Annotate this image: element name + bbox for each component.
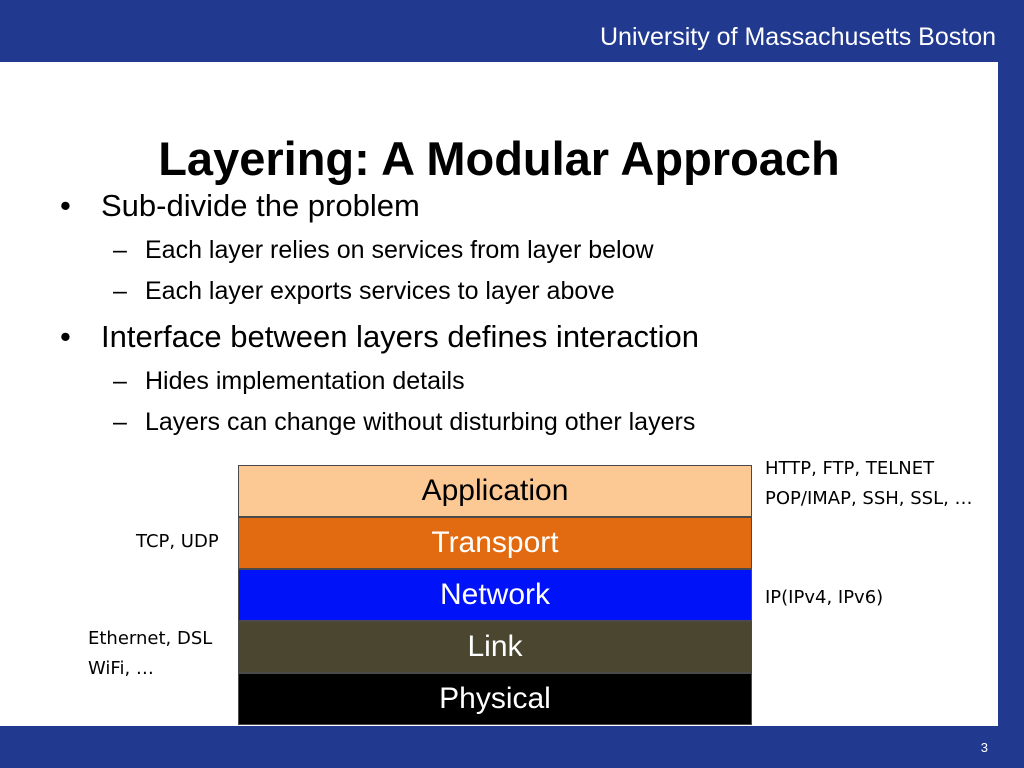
note-line: Ethernet, DSL — [88, 628, 213, 649]
sub-bullet-text: Hides implementation details — [145, 367, 465, 395]
bullet-text: Interface between layers defines interac… — [101, 319, 699, 354]
link-protocols-note: Ethernet, DSL WiFi, … — [88, 624, 212, 684]
header-banner: University of Massachusetts Boston — [0, 0, 1024, 62]
slide-title: Layering: A Modular Approach — [158, 132, 840, 186]
sub-bullet-item: –Hides implementation details — [113, 366, 465, 396]
bullet-text: Sub-divide the problem — [101, 188, 420, 223]
sub-bullet-item: –Layers can change without disturbing ot… — [113, 407, 695, 437]
footer-banner — [0, 726, 1024, 768]
note-line: IP(IPv4, IPv6) — [765, 587, 884, 608]
bullet-marker: • — [60, 188, 71, 223]
sub-bullet-text: Each layer exports services to layer abo… — [145, 277, 615, 305]
transport-protocols-note: TCP, UDP — [136, 527, 219, 557]
bullet-item: • Interface between layers defines intera… — [60, 319, 699, 355]
sub-bullet-marker: – — [113, 408, 127, 436]
note-line: POP/IMAP, SSH, SSL, … — [765, 488, 973, 509]
note-line: WiFi, … — [88, 658, 154, 679]
layer-physical: Physical — [238, 673, 752, 725]
sub-bullet-text: Each layer relies on services from layer… — [145, 236, 654, 264]
right-border-bar — [998, 62, 1024, 726]
note-line: TCP, UDP — [136, 531, 219, 552]
layer-network: Network — [238, 569, 752, 621]
sub-bullet-text: Layers can change without disturbing oth… — [145, 408, 696, 436]
bullet-item: • Sub-divide the problem — [60, 188, 420, 224]
sub-bullet-marker: – — [113, 277, 127, 305]
institution-name: University of Massachusetts Boston — [600, 23, 996, 51]
bullet-marker: • — [60, 319, 71, 354]
network-protocols-note: IP(IPv4, IPv6) — [765, 583, 883, 613]
sub-bullet-item: –Each layer exports services to layer ab… — [113, 276, 615, 306]
sub-bullet-item: –Each layer relies on services from laye… — [113, 235, 654, 265]
sub-bullet-marker: – — [113, 367, 127, 395]
sub-bullet-marker: – — [113, 236, 127, 264]
layer-link: Link — [238, 621, 752, 673]
layer-application: Application — [238, 465, 752, 517]
page-number: 3 — [980, 740, 988, 755]
layer-transport: Transport — [238, 517, 752, 569]
application-protocols-note: HTTP, FTP, TELNET POP/IMAP, SSH, SSL, … — [765, 454, 973, 514]
note-line: HTTP, FTP, TELNET — [765, 458, 935, 479]
